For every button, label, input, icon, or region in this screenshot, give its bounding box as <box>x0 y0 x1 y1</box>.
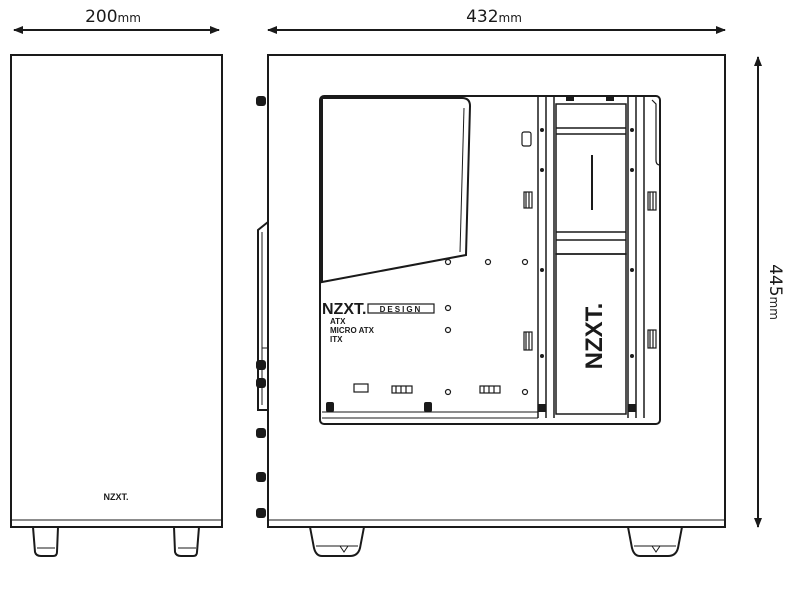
drive-cage-screws <box>538 96 636 412</box>
bottom-rail <box>322 402 538 419</box>
side-length-value: 432 <box>466 7 498 27</box>
form-factor-0: ATX <box>330 317 346 326</box>
side-view: NZXT. DESIGN ATX MICRO ATX ITX <box>256 54 726 557</box>
front-foot-right <box>172 526 201 557</box>
tray-logo: NZXT. <box>322 301 366 318</box>
front-width-unit: mm <box>118 11 141 25</box>
height-label: 445mm <box>765 264 785 320</box>
height-dimension: 445mm <box>754 56 785 528</box>
tray-badge: DESIGN <box>380 305 423 314</box>
side-length-unit: mm <box>499 11 522 25</box>
side-foot-rear <box>308 526 366 557</box>
form-factor-2: ITX <box>330 335 343 344</box>
front-width-dimension: 200mm <box>13 7 220 34</box>
window-reflection <box>321 97 472 284</box>
front-width-value: 200 <box>85 7 117 27</box>
shroud-logo: NZXT. <box>581 303 608 370</box>
height-value: 445 <box>765 264 785 296</box>
front-edge-details <box>647 99 661 349</box>
tray-badge-frame <box>367 303 435 314</box>
cable-cutouts <box>353 131 533 394</box>
side-length-label: 432mm <box>466 7 522 27</box>
front-logo: NZXT. <box>103 492 128 502</box>
front-view: NZXT. <box>10 54 223 557</box>
form-factor-list: ATX MICRO ATX ITX <box>330 317 375 344</box>
form-factor-1: MICRO ATX <box>330 326 375 335</box>
front-width-label: 200mm <box>85 7 141 27</box>
front-foot-left <box>31 526 60 557</box>
side-foot-front <box>626 526 684 557</box>
rear-thumbscrews <box>256 96 266 518</box>
front-panel <box>10 54 223 528</box>
height-unit: mm <box>767 297 781 320</box>
drive-bay-assembly <box>537 96 645 418</box>
side-length-dimension: 432mm <box>267 7 726 34</box>
motherboard-standoffs <box>444 258 529 396</box>
